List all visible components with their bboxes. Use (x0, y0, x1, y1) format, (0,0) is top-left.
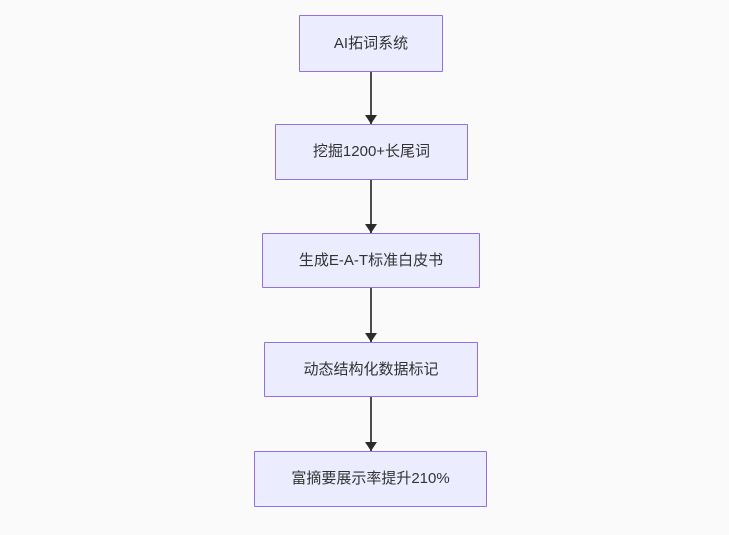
flow-node-rich-snippet-rate-increase: 富摘要展示率提升210% (254, 451, 487, 507)
flow-node-label: 挖掘1200+长尾词 (312, 143, 431, 160)
down-arrow-connector-1 (370, 72, 372, 124)
down-arrow-connector-4 (370, 397, 372, 451)
down-arrow-connector-2 (370, 180, 372, 233)
down-arrow-connector-3 (370, 288, 372, 342)
flow-node-dynamic-structured-data-markup: 动态结构化数据标记 (264, 342, 478, 397)
flow-node-label: 生成E-A-T标准白皮书 (298, 251, 444, 269)
flow-node-generate-eat-whitepaper: 生成E-A-T标准白皮书 (262, 233, 480, 288)
flow-node-ai-word-expansion-system: AI拓词系统 (299, 15, 443, 72)
flow-node-label: 动态结构化数据标记 (303, 360, 439, 378)
flow-node-mine-longtail-keywords: 挖掘1200+长尾词 (275, 124, 468, 180)
flow-node-label: AI拓词系统 (333, 34, 409, 52)
flow-node-label: 富摘要展示率提升210% (291, 470, 450, 487)
